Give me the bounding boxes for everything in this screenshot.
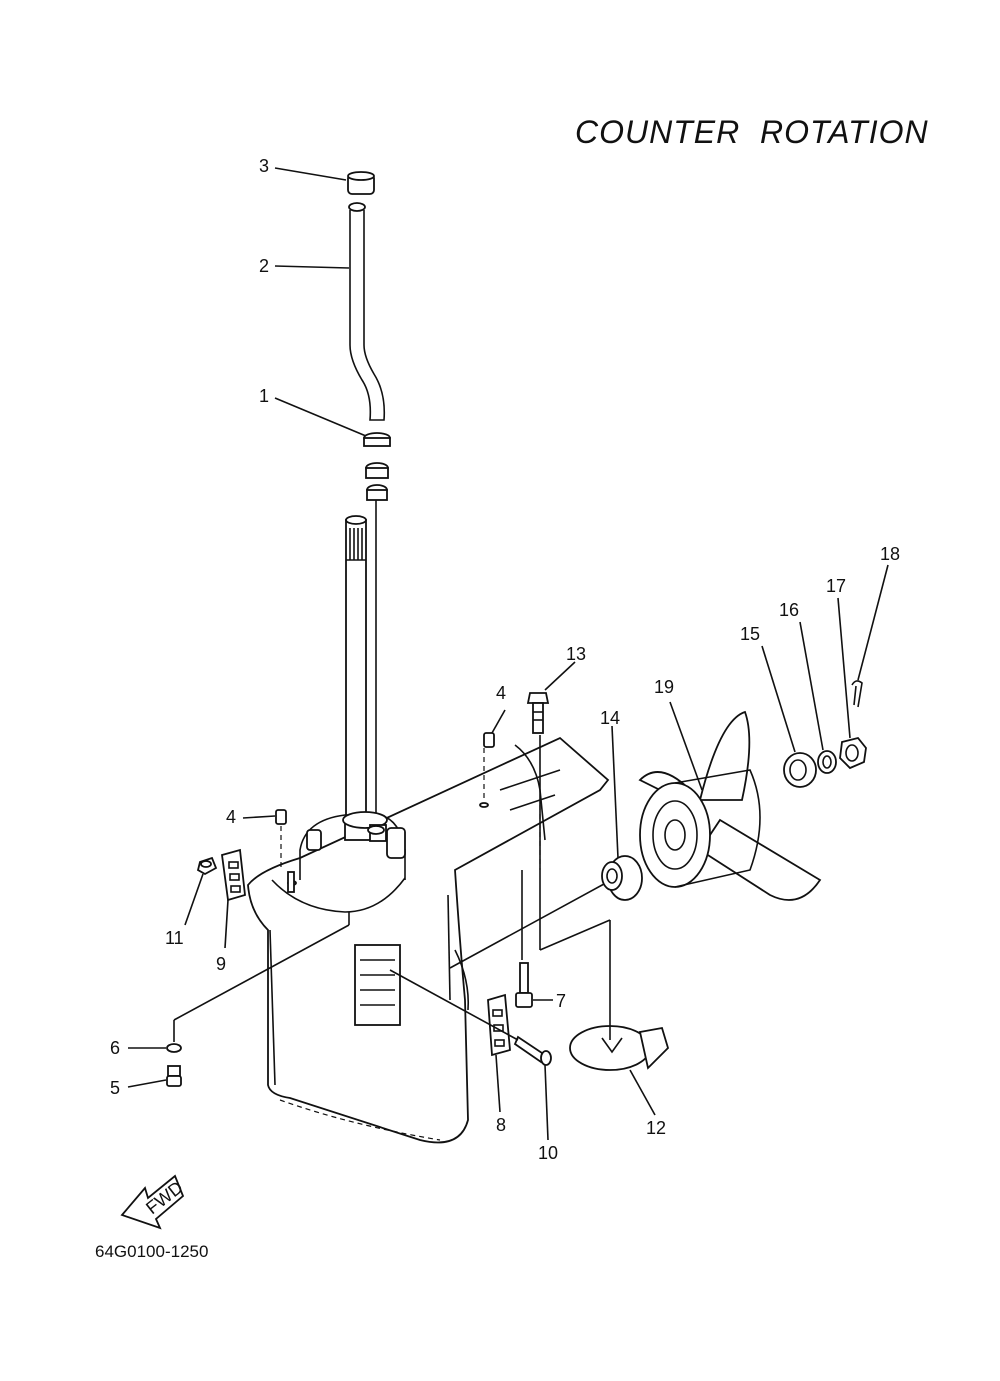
callout-17: 17 xyxy=(826,576,846,596)
part-6-washer xyxy=(166,1043,182,1053)
part-11-nut xyxy=(196,856,218,876)
callout-12: 12 xyxy=(646,1118,666,1138)
part-15-spacer xyxy=(783,752,817,788)
diagram-code: 64G0100-1250 xyxy=(95,1242,209,1261)
part-4-dowel-pin-a xyxy=(483,732,495,748)
callout-14: 14 xyxy=(600,708,620,728)
assembly-lines xyxy=(173,735,611,1042)
callout-13: 13 xyxy=(566,644,586,664)
callout-19: 19 xyxy=(654,677,674,697)
callout-15: 15 xyxy=(740,624,760,644)
callout-2: 2 xyxy=(259,256,269,276)
part-2-water-tube xyxy=(348,202,386,421)
callout-11: 11 xyxy=(165,928,184,948)
leader-lines xyxy=(127,167,889,1141)
callout-16: 16 xyxy=(779,600,799,620)
part-5-bolt xyxy=(166,1065,182,1087)
part-8-anode xyxy=(487,993,511,1057)
callout-4-lower: 4 xyxy=(226,807,236,827)
part-16-washer xyxy=(817,750,837,774)
part-10-screw xyxy=(513,1035,552,1066)
part-3-cap xyxy=(347,171,375,195)
diagram-title: COUNTER ROTATION xyxy=(575,114,929,150)
fwd-arrow-icon: FWD xyxy=(120,1174,187,1230)
callout-labels: 3 2 1 4 4 13 14 19 15 16 17 18 11 9 6 5 … xyxy=(110,156,900,1163)
part-1-grommet-set xyxy=(363,432,391,501)
part-19-propeller xyxy=(638,710,822,901)
callout-4-upper: 4 xyxy=(496,683,506,703)
part-7-bolt xyxy=(515,962,533,1008)
callout-6: 6 xyxy=(110,1038,120,1058)
part-12-trim-tab xyxy=(569,1025,670,1071)
callout-1: 1 xyxy=(259,386,269,406)
part-9-anode-bracket xyxy=(221,848,246,902)
drive-shaft xyxy=(345,500,377,841)
part-4-dowel-pin-b xyxy=(275,809,287,825)
callout-9: 9 xyxy=(216,954,226,974)
callout-10: 10 xyxy=(538,1143,558,1163)
callout-7: 7 xyxy=(556,991,566,1011)
part-13-bolt xyxy=(526,692,550,734)
callout-8: 8 xyxy=(496,1115,506,1135)
callout-18: 18 xyxy=(880,544,900,564)
part-14-thrust-spacer xyxy=(601,855,643,901)
part-17-propeller-nut xyxy=(839,736,867,770)
lower-case-housing xyxy=(247,736,610,1144)
callout-5: 5 xyxy=(110,1078,120,1098)
part-18-cotter-pin xyxy=(851,680,863,708)
callout-3: 3 xyxy=(259,156,269,176)
